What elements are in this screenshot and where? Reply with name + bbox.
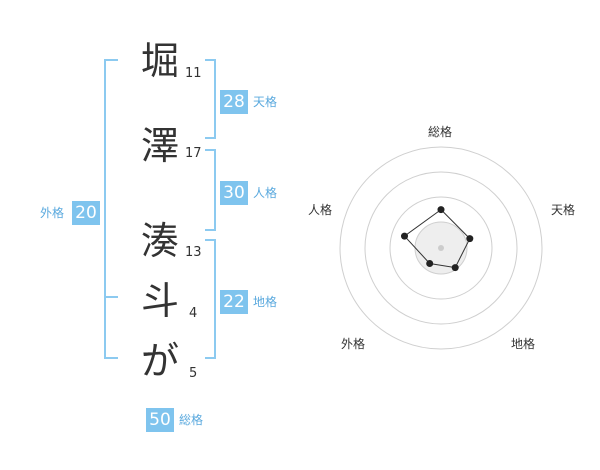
name-char-3: 湊 [140,219,179,263]
radar-axis-label-gaikaku: 外格 [341,337,366,351]
radar-ring [389,196,493,300]
name-char-2: 澤 [140,124,179,168]
radar-point-1 [437,206,445,214]
chikaku-bracket [205,239,216,359]
tenkaku-value: 28 [220,90,248,114]
radar-chart [339,146,543,350]
jinkaku-label: 人格 [253,186,278,200]
chikaku-value: 22 [220,290,248,314]
name-char-5: が [140,339,179,383]
name-char-4: 斗 [140,279,179,323]
radar-axis-label-soukaku: 総格 [428,125,453,139]
name-char-1: 堀 [140,39,179,83]
radar-polygon [403,208,471,269]
radar-axis-label-tenkaku: 天格 [551,203,576,217]
radar-axis-label-jinkaku: 人格 [308,203,333,217]
radar-center [438,245,444,251]
radar-point-2 [466,235,474,243]
radar-point-3 [451,264,459,272]
strokes-char-4: 4 [189,306,198,321]
radar-ring [364,171,518,325]
chikaku-label: 地格 [253,295,278,309]
radar-ring [339,146,543,350]
tenkaku-label: 天格 [253,95,278,109]
strokes-char-5: 5 [189,366,198,381]
jinkaku-value: 30 [220,181,248,205]
gaikaku-label: 外格 [40,206,65,220]
gaikaku-value: 20 [72,201,100,225]
radar-point-5 [401,232,408,240]
strokes-char-2: 17 [185,146,202,161]
strokes-char-1: 11 [185,66,202,81]
jinkaku-bracket [205,149,216,231]
tenkaku-bracket [205,59,216,139]
soukaku-value: 50 [146,408,174,432]
radar-point-4 [426,260,434,267]
radar-axis-label-chikaku: 地格 [511,337,536,351]
strokes-char-3: 13 [185,245,202,260]
gaikaku-bracket [104,59,118,359]
soukaku-label: 総格 [179,413,204,427]
